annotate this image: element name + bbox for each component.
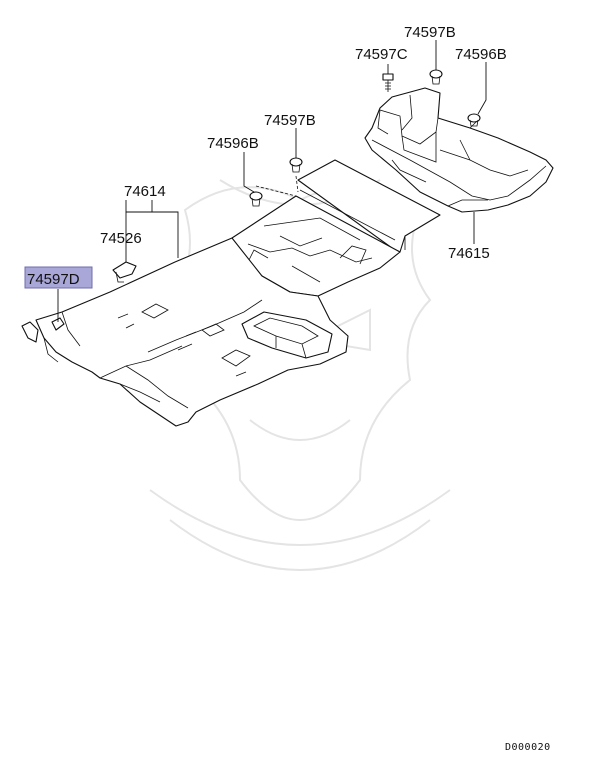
clip-74596B-center [249,191,263,207]
label-74597C[interactable]: 74597C [355,46,408,63]
label-74597D[interactable]: 74597D [27,271,80,288]
clip-74597C [382,73,394,92]
clip-74597B-center [289,157,303,173]
part-number-labels: 74597B 74597C 74596B 74597B 74596B 74614… [24,24,507,289]
leader-lines [57,40,487,322]
clip-74597B-right [429,69,443,85]
label-74597B-right[interactable]: 74597B [404,24,456,41]
label-74596B-center[interactable]: 74596B [207,135,259,152]
label-74597B-center[interactable]: 74597B [264,112,316,129]
label-74526[interactable]: 74526 [100,230,142,247]
label-74615[interactable]: 74615 [448,245,490,262]
label-74614[interactable]: 74614 [124,183,166,200]
clip-74526 [112,261,137,283]
clip-74597D [51,317,65,331]
label-74596B-right[interactable]: 74596B [455,46,507,63]
clip-74596B-right [467,113,481,127]
label-74597D-highlight [24,266,93,289]
front-floor-carpet-74614 [21,159,441,427]
rear-floor-carpet-74615 [364,87,554,213]
drawing-code: D000020 [505,742,551,753]
